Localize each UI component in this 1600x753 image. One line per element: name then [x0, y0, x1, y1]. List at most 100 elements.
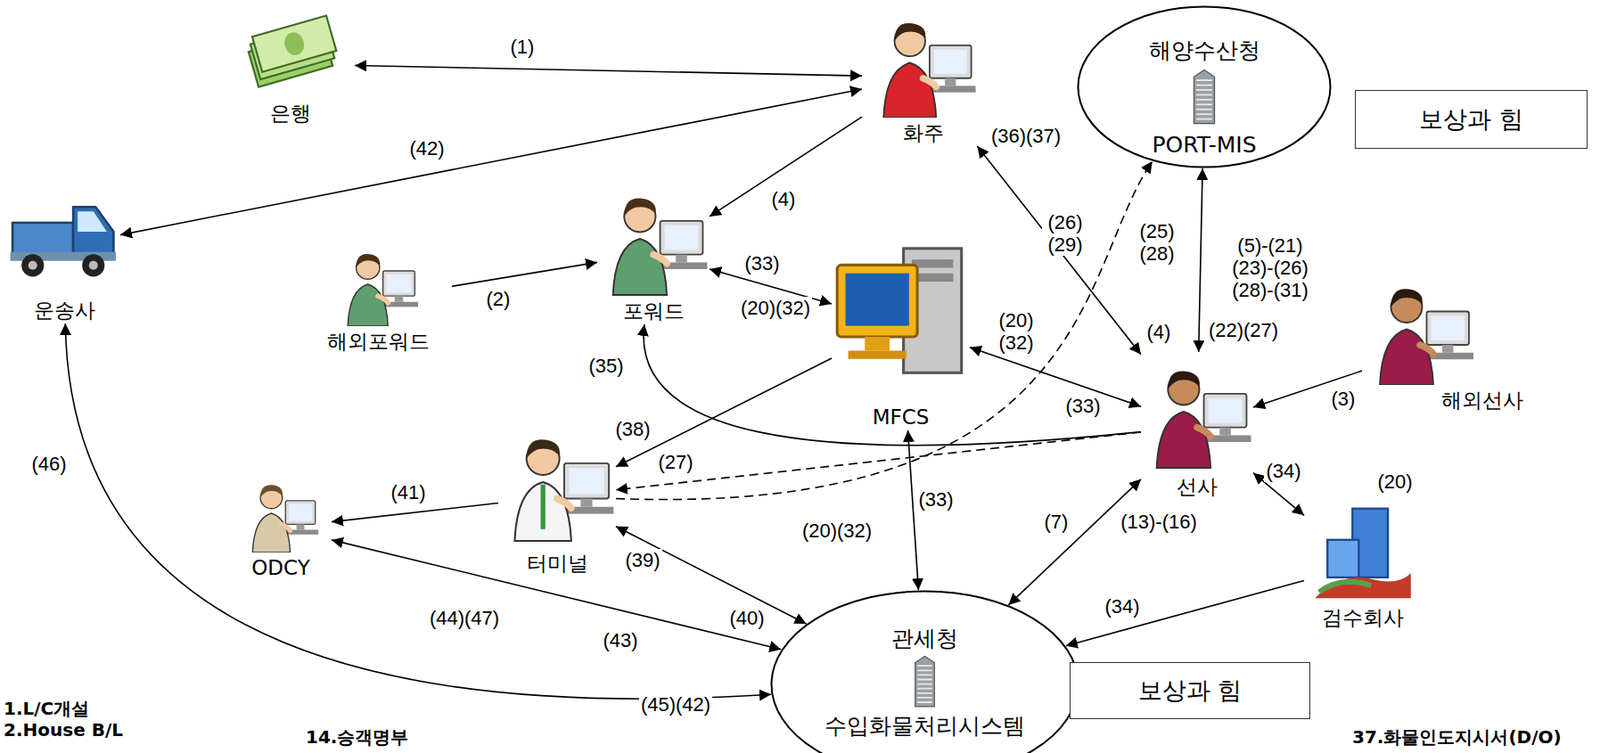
actor-icon: [303, 242, 452, 327]
building-icon: [1193, 70, 1215, 124]
connector: [120, 89, 862, 236]
actor-icon: [597, 181, 710, 296]
edge-label: (33): [1063, 394, 1102, 418]
edge-label: (27): [656, 451, 695, 474]
edge-label: (13)-(16): [1118, 510, 1199, 534]
actor-node: 화주: [861, 8, 985, 147]
edge-label: (33): [916, 488, 955, 511]
actor-node: 선사: [1140, 352, 1254, 501]
edge-label: (43): [600, 629, 640, 652]
connector: [354, 65, 862, 77]
note-text: 2.House B/L: [3, 720, 124, 740]
actor-icon: [229, 474, 332, 553]
connector: [615, 432, 1141, 491]
callout-number: (20) (32): [992, 309, 1040, 354]
system-ellipse: 관세청수입화물처리시스템: [770, 590, 1080, 753]
edge-label: (34): [1102, 595, 1141, 618]
note-text: 1.L/C개설: [3, 698, 90, 719]
edge-label: (36)(37): [989, 124, 1063, 148]
edge-label: (3): [1329, 387, 1358, 411]
edge-label: (42): [407, 137, 446, 160]
actor-icon: [1140, 352, 1254, 472]
actor-node: 검수회사: [1304, 498, 1422, 632]
connector: [65, 323, 772, 699]
callout-number: (7): [1042, 510, 1071, 534]
note-text: 37.화물인도지시서(D/O): [1352, 727, 1562, 747]
callout-number: (22)(27): [1206, 319, 1280, 342]
callout-number: (4): [1145, 320, 1174, 344]
connector: [1066, 581, 1305, 647]
connector: [331, 503, 499, 523]
callout-number: (25) (28): [1133, 220, 1181, 265]
actor-icon: [8, 168, 121, 296]
actor-node: 해외포워드: [303, 242, 452, 355]
actor-node: MFCS: [831, 216, 970, 431]
actor-icon: [1362, 273, 1478, 386]
actor-icon: [831, 216, 970, 403]
connector: [976, 146, 1141, 355]
connector: [331, 540, 781, 650]
actor-icon: [861, 8, 985, 118]
connector: [643, 324, 1141, 446]
note-text: 보상과 힘: [1138, 674, 1243, 707]
connector: [709, 116, 862, 217]
note-box: 보상과 힘: [1354, 90, 1588, 149]
system-label: 해양수산청: [1148, 37, 1261, 65]
actor-label: ODCY: [251, 554, 311, 582]
actor-label: 선사: [1176, 473, 1218, 501]
actor-node: 포워드: [597, 181, 710, 325]
edge-label: (26) (29): [1042, 211, 1089, 256]
note-box: 보상과 힘: [1069, 662, 1311, 720]
note-text: 14.승객명부: [305, 727, 409, 747]
actor-node: 은행: [226, 1, 355, 127]
callout-number: (20)(32): [738, 296, 813, 320]
system-ellipse: 해양수산청 PORT-MIS: [1076, 5, 1332, 169]
edge-label: (33): [742, 252, 781, 275]
edge-label: (46): [29, 452, 68, 476]
system-label: 관세청: [891, 625, 959, 653]
connector: [451, 262, 598, 287]
edge-label: (41): [388, 481, 427, 504]
actor-label: 터미널: [526, 549, 589, 577]
building-icon: [915, 656, 936, 706]
edge-label: (39): [623, 549, 662, 572]
actor-node: 해외선사: [1362, 273, 1526, 414]
callout-number: (40): [727, 607, 766, 630]
actor-label: 은행: [270, 99, 312, 127]
edge-label: (35): [586, 354, 625, 378]
actor-icon: [226, 1, 355, 99]
note-text: 보상과 힘: [1419, 103, 1524, 136]
edge-label: (5)-(21) (23)-(26) (28)-(31): [1222, 234, 1317, 302]
actor-icon: [1304, 498, 1422, 603]
ellipse-shape: [771, 591, 1079, 753]
connector: [1198, 168, 1203, 353]
connector: [615, 161, 1153, 500]
system-label: 수입화물처리시스템: [824, 713, 1026, 740]
actor-label: MFCS: [872, 403, 930, 431]
actor-label: 화주: [902, 119, 944, 147]
callout-number: (44)(47): [427, 607, 501, 630]
ellipse-shape: [1078, 7, 1331, 168]
actor-node: 터미널: [498, 416, 616, 577]
edge-label: (34): [1263, 459, 1303, 483]
actor-node: 운송사: [8, 168, 121, 324]
actor-label: 해외선사: [1441, 386, 1524, 414]
connector: [1008, 479, 1141, 606]
system-label: PORT-MIS: [1151, 131, 1256, 159]
actor-label: 포워드: [623, 297, 685, 325]
edge-label: (2): [484, 287, 513, 311]
connector: [908, 430, 919, 591]
actor-icon: [498, 416, 616, 549]
connector: [615, 526, 807, 624]
edge-label: (4): [770, 188, 798, 211]
callout-number: (45)(42): [639, 693, 713, 716]
actor-node: ODCY: [229, 474, 332, 582]
actor-label: 검수회사: [1321, 604, 1404, 632]
actor-label: 해외포워드: [327, 328, 430, 355]
callout-number: (20)(32): [800, 519, 874, 542]
connector: [615, 358, 832, 468]
actor-label: 운송사: [33, 296, 96, 324]
edge-label: (1): [508, 35, 537, 58]
callout-number: (20): [1375, 470, 1414, 493]
